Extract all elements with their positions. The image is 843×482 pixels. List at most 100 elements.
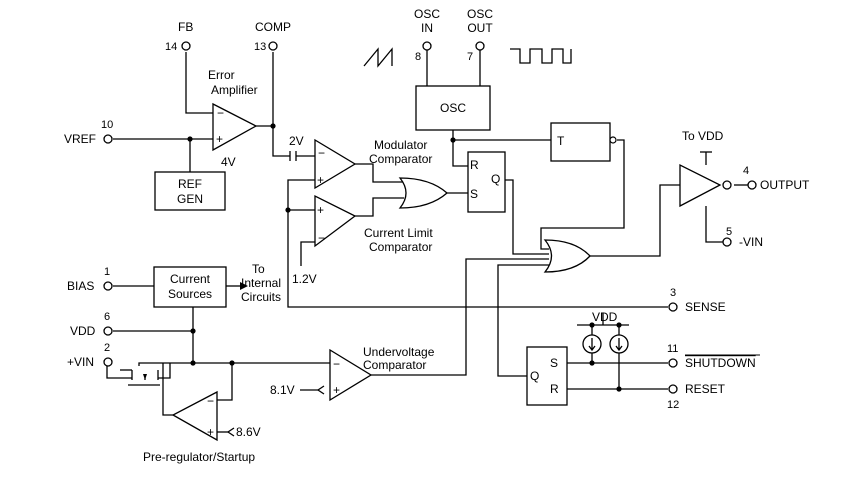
current-sources-block: Current Sources xyxy=(153,266,248,308)
svg-text:OUTPUT: OUTPUT xyxy=(760,178,810,192)
svg-text:Comparator: Comparator xyxy=(369,240,432,254)
junction-dots xyxy=(187,123,622,392)
svg-text:GEN: GEN xyxy=(177,192,203,206)
svg-text:S: S xyxy=(550,356,558,370)
ref-gen-block: REF GEN xyxy=(154,171,226,211)
svg-text:6: 6 xyxy=(104,311,110,323)
osc-block: OSC xyxy=(415,85,491,131)
pin-neg-vin: -VIN 5 xyxy=(722,226,763,249)
svg-text:−: − xyxy=(217,106,224,120)
svg-text:T: T xyxy=(557,134,565,148)
or-gate-2 xyxy=(543,239,591,273)
svg-text:IN: IN xyxy=(421,21,433,35)
cap-2v: 2V xyxy=(289,134,304,148)
error-amp-label-2: Amplifier xyxy=(211,83,258,97)
modulator-comparator: − + 2V Modulator Comparator xyxy=(289,134,432,190)
svg-text:COMP: COMP xyxy=(255,20,291,34)
pulse-waveform-icon xyxy=(510,48,572,64)
current-limit-comparator: + − Current Limit Comparator 1.2V xyxy=(292,194,433,286)
svg-text:+VIN: +VIN xyxy=(67,355,94,369)
pin-sense: SENSE 3 xyxy=(668,287,726,314)
svg-text:OUT: OUT xyxy=(467,21,493,35)
pin-reset: RESET 12 xyxy=(667,382,726,411)
svg-text:4: 4 xyxy=(743,165,749,177)
svg-text:Undervoltage: Undervoltage xyxy=(363,345,435,359)
svg-text:+: + xyxy=(333,383,340,397)
svg-text:1: 1 xyxy=(104,266,110,278)
svg-text:Current Limit: Current Limit xyxy=(364,226,433,240)
svg-text:OSC: OSC xyxy=(467,7,493,21)
pin-shutdown: SHUTDOWN 11 xyxy=(667,343,760,370)
preregulator-amp: − + 8.6V Pre-regulator/Startup xyxy=(143,390,261,464)
svg-text:Q: Q xyxy=(530,369,539,383)
svg-text:VREF: VREF xyxy=(64,132,96,146)
svg-text:VDD: VDD xyxy=(70,324,96,338)
svg-text:2: 2 xyxy=(104,342,110,354)
svg-text:−: − xyxy=(333,357,340,371)
svg-text:−: − xyxy=(318,146,325,160)
current-source-icon xyxy=(582,334,602,354)
svg-text:OSC: OSC xyxy=(414,7,440,21)
svg-text:14: 14 xyxy=(165,41,177,53)
svg-text:Internal: Internal xyxy=(241,276,281,290)
svg-text:BIAS: BIAS xyxy=(67,279,94,293)
error-amp-label-1: Error xyxy=(208,68,235,82)
svg-text:+: + xyxy=(317,203,324,217)
svg-text:5: 5 xyxy=(726,226,732,238)
svg-text:REF: REF xyxy=(178,177,202,191)
svg-text:FB: FB xyxy=(178,20,193,34)
svg-text:+: + xyxy=(216,132,223,146)
output-driver: To VDD xyxy=(679,129,732,208)
toggle-flipflop: T xyxy=(550,122,617,162)
pin-fb: FB 14 xyxy=(165,20,193,53)
svg-text:S: S xyxy=(470,187,478,201)
svg-text:RESET: RESET xyxy=(685,382,726,396)
svg-text:+: + xyxy=(207,425,214,439)
pin-pos-vin: +VIN 2 xyxy=(67,342,113,369)
internal-circuits-label: To Internal Circuits xyxy=(241,262,281,304)
svg-text:10: 10 xyxy=(101,119,113,131)
svg-text:Comparator: Comparator xyxy=(363,358,426,372)
pin-vdd: VDD 6 xyxy=(70,311,113,338)
shutdown-latch: S R Q VDD xyxy=(526,310,629,406)
svg-text:SENSE: SENSE xyxy=(685,300,726,314)
preregulator-label: Pre-regulator/Startup xyxy=(143,450,255,464)
error-amplifier: − + Error Amplifier 4V xyxy=(208,68,258,169)
svg-text:13: 13 xyxy=(254,41,266,53)
svg-text:8.1V: 8.1V xyxy=(270,383,295,397)
current-source-icon xyxy=(609,334,629,354)
svg-text:Circuits: Circuits xyxy=(241,290,281,304)
svg-text:R: R xyxy=(550,382,559,396)
svg-text:Comparator: Comparator xyxy=(369,152,432,166)
svg-text:8.6V: 8.6V xyxy=(236,425,261,439)
svg-text:7: 7 xyxy=(467,51,473,63)
svg-text:−: − xyxy=(207,394,214,408)
svg-text:To: To xyxy=(252,262,265,276)
wires xyxy=(106,50,748,433)
pin-comp: COMP 13 xyxy=(254,20,291,53)
svg-text:12: 12 xyxy=(667,399,679,411)
svg-text:1.2V: 1.2V xyxy=(292,272,317,286)
svg-text:-VIN: -VIN xyxy=(739,235,763,249)
pin-vref: VREF 10 xyxy=(64,119,113,146)
sawtooth-waveform-icon xyxy=(363,47,393,68)
svg-text:3: 3 xyxy=(670,287,676,299)
svg-text:Modulator: Modulator xyxy=(374,138,427,152)
error-amp-4v: 4V xyxy=(221,155,236,169)
pass-transistor xyxy=(120,369,160,386)
svg-text:Q: Q xyxy=(491,172,500,186)
or-gate-1 xyxy=(398,177,448,209)
svg-text:+: + xyxy=(317,173,324,187)
svg-text:Sources: Sources xyxy=(168,287,212,301)
pin-bias: BIAS 1 xyxy=(67,266,113,293)
svg-text:VDD: VDD xyxy=(592,310,618,324)
pin-output: OUTPUT 4 xyxy=(743,165,810,192)
svg-text:R: R xyxy=(470,158,479,172)
svg-text:−: − xyxy=(318,231,325,245)
svg-text:SHUTDOWN: SHUTDOWN xyxy=(685,356,756,370)
pin-osc-in: OSC IN 8 xyxy=(414,7,440,63)
svg-text:11: 11 xyxy=(667,343,678,355)
svg-text:OSC: OSC xyxy=(440,101,466,115)
pin-osc-out: OSC OUT 7 xyxy=(467,7,493,63)
